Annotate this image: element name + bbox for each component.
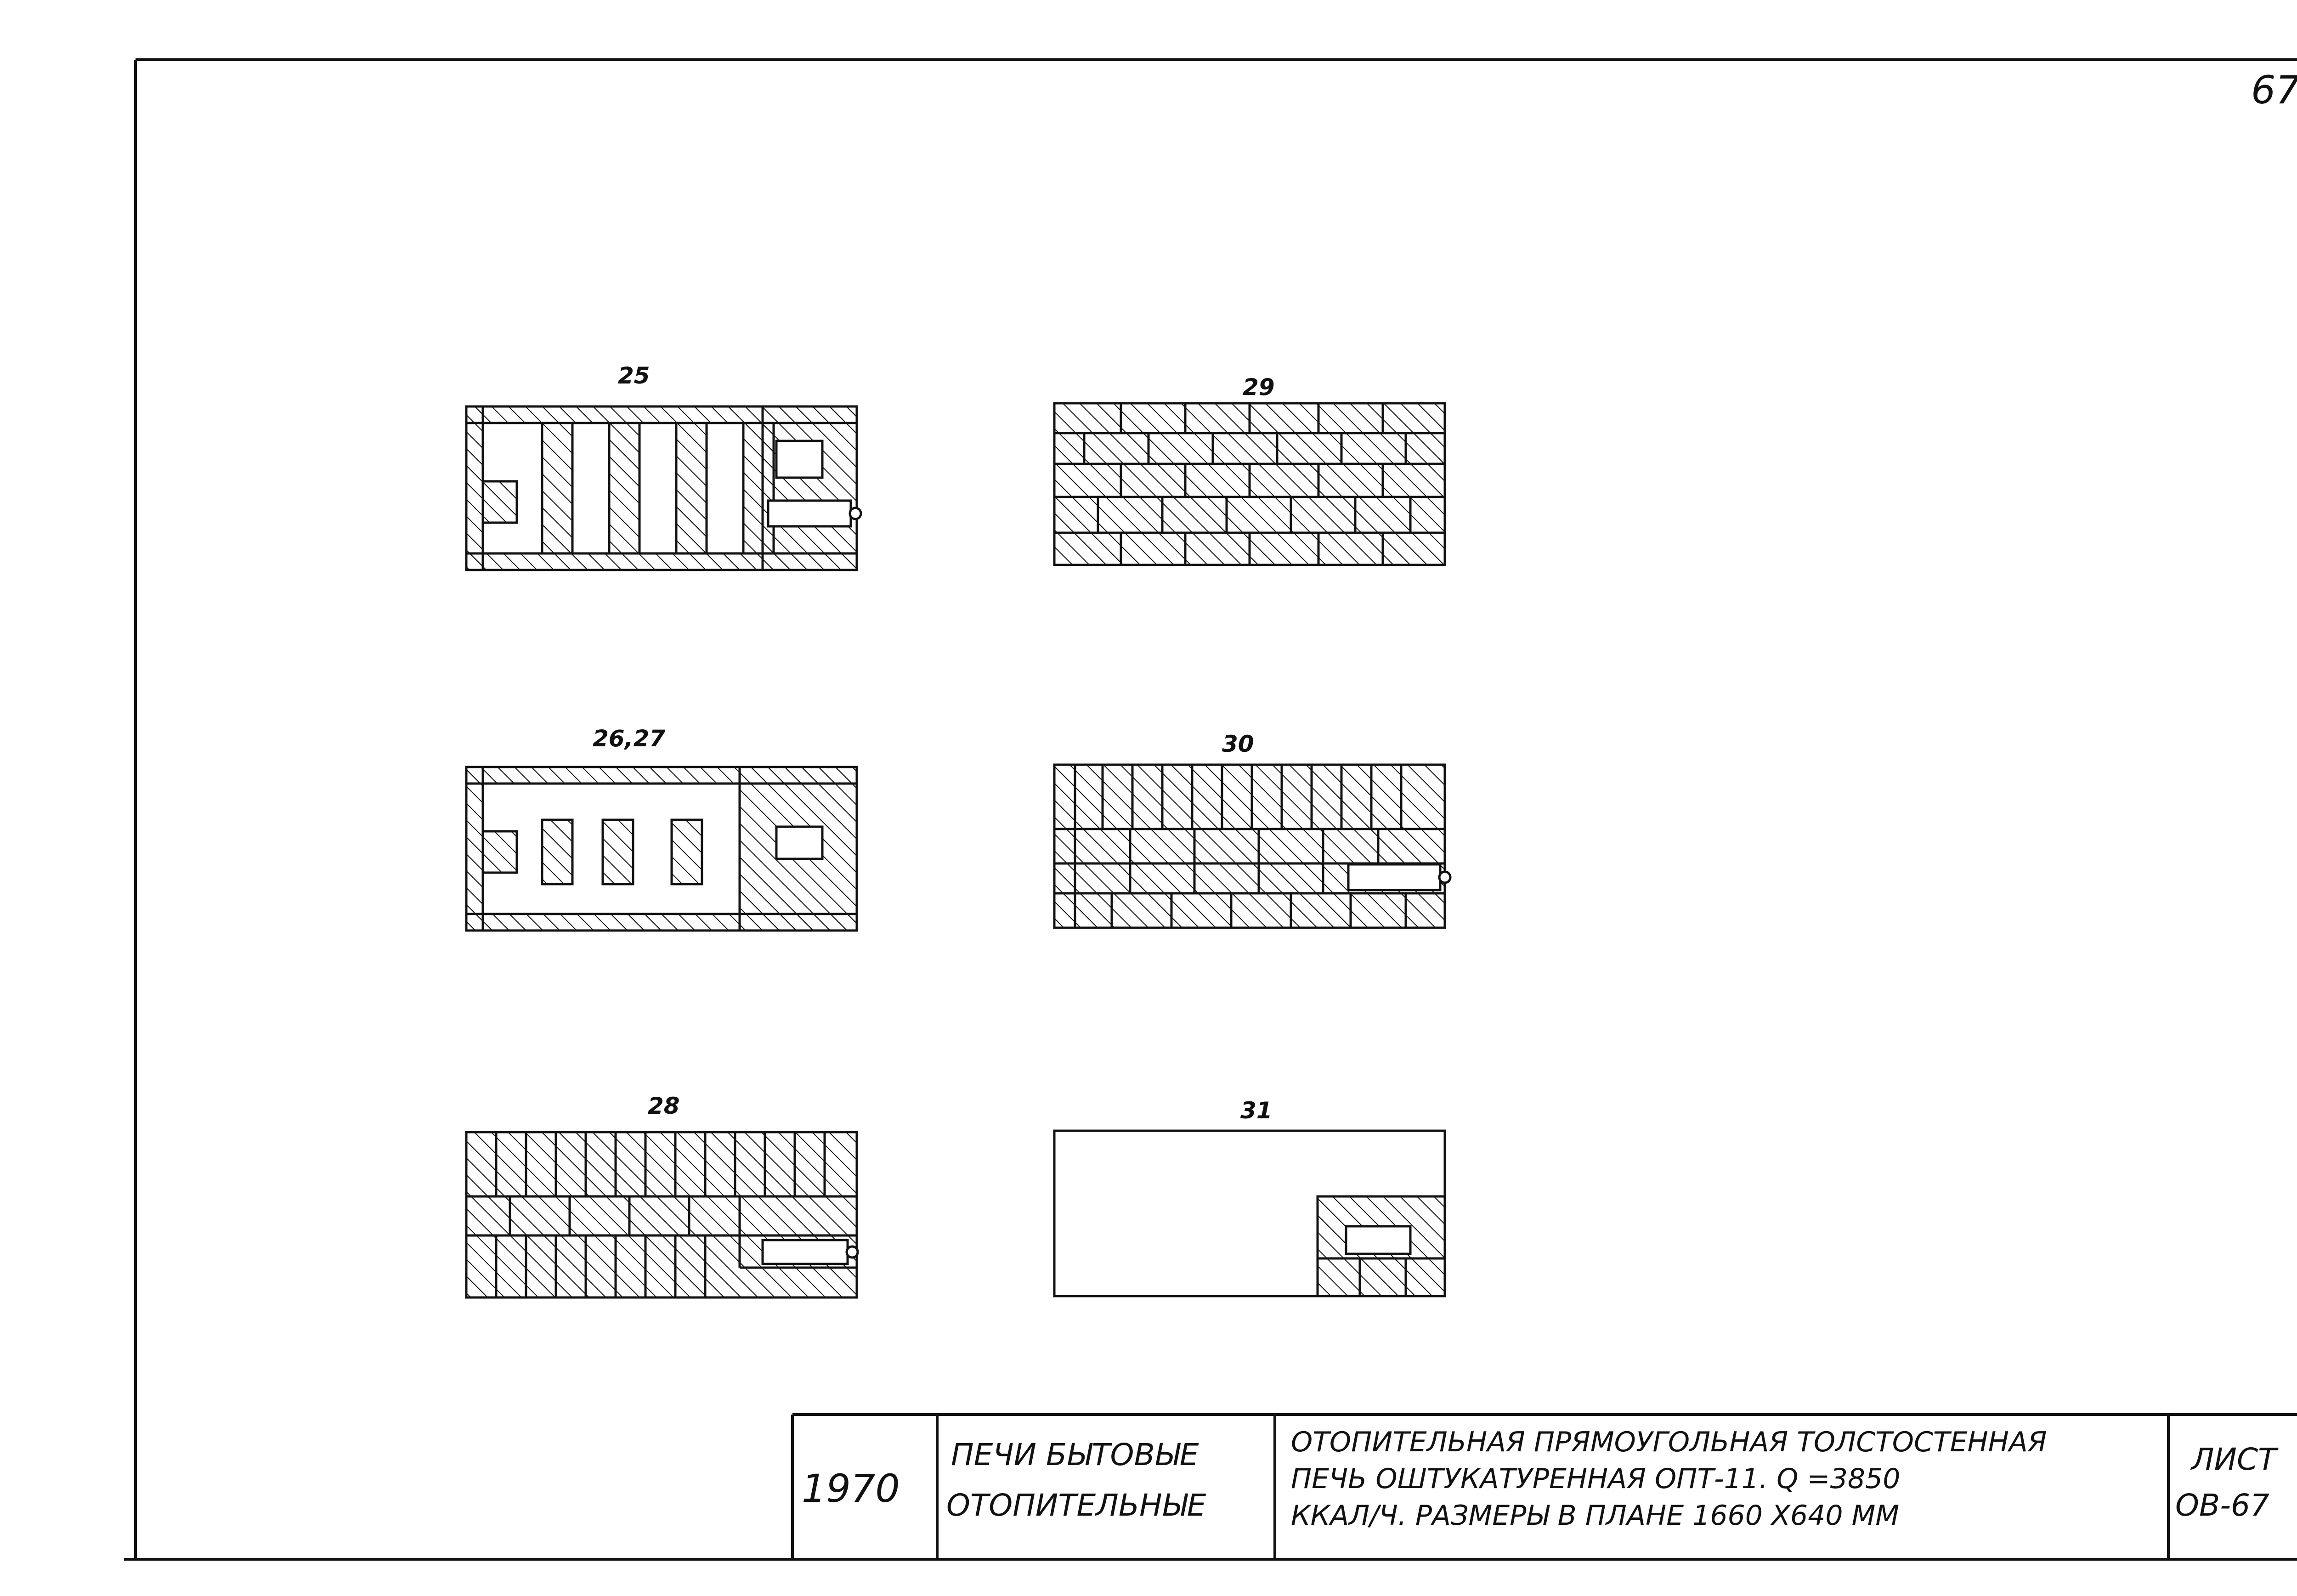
course-label-31: 31 — [1240, 1097, 1273, 1124]
course-28-plan: 28 — [465, 1093, 859, 1299]
course-label-29: 29 — [1243, 374, 1275, 400]
title-block-sheet-code: ОВ-67 — [2175, 1488, 2269, 1523]
course-25-plan: 25 — [465, 362, 862, 571]
course-label-30: 30 — [1222, 731, 1254, 757]
sheet-frame — [124, 58, 2297, 1561]
title-block-description-line1: ОТОПИТЕЛЬНАЯ ПРЯМОУГОЛЬНАЯ ТОЛСТОСТЕННАЯ — [1291, 1426, 2047, 1458]
course-31-plan: 31 — [1053, 1097, 1446, 1297]
title-block-category-line2: ОТОПИТЕЛЬНЫЕ — [946, 1488, 1206, 1523]
title-block-description-line3: ККАЛ/Ч. РАЗМЕРЫ В ПЛАНЕ 1660 Х640 ММ — [1291, 1500, 1899, 1532]
course-label-28: 28 — [648, 1093, 680, 1119]
course-label-25: 25 — [618, 362, 650, 389]
title-block-sheet-label: ЛИСТ — [2190, 1442, 2279, 1477]
title-block-category-line1: ПЕЧИ БЫТОВЫЕ — [951, 1437, 1199, 1472]
title-block-description-line2: ПЕЧЬ ОШТУКАТУРЕННАЯ ОПТ-11. Q =3850 — [1291, 1463, 1900, 1495]
door-frame-25 — [767, 499, 862, 528]
door-frame-30 — [1347, 863, 1452, 891]
course-29-plan: 29 — [1053, 374, 1446, 566]
title-block-year: 1970 — [802, 1466, 900, 1511]
course-30-plan: 30 — [1053, 731, 1452, 929]
course-26-27-plan: 26,27 — [465, 725, 858, 932]
course-label-26-27: 26,27 — [593, 725, 665, 752]
title-block — [791, 1413, 2297, 1559]
door-frame-28 — [761, 1239, 859, 1265]
page-number: 67 — [2251, 68, 2297, 113]
